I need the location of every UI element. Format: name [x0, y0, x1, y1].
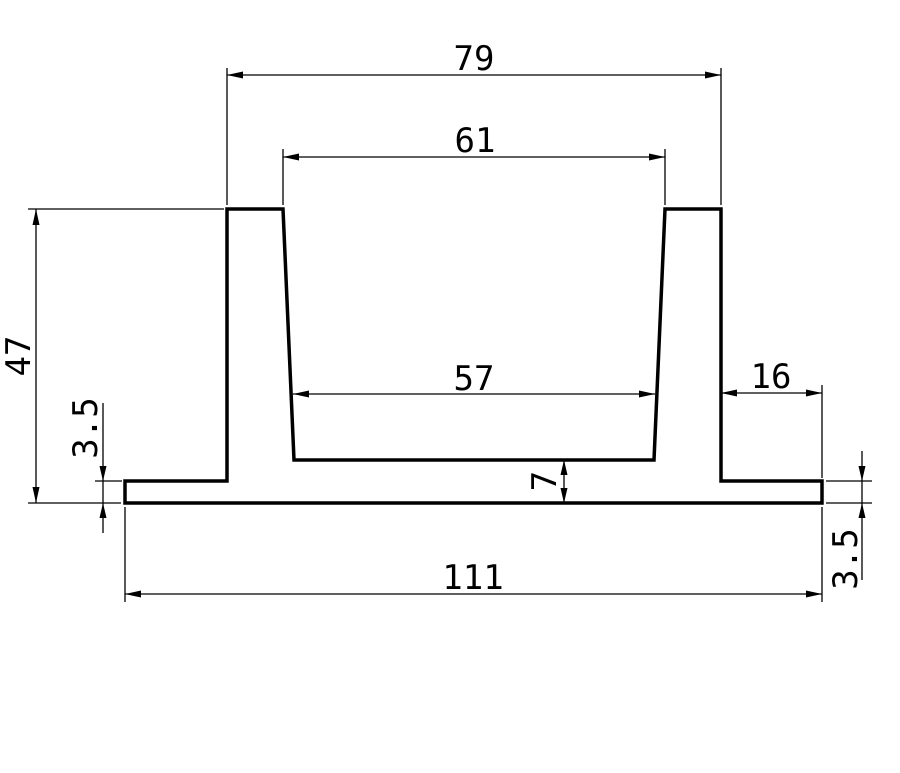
dimension-57: 57: [293, 359, 655, 399]
dim-label-61: 61: [455, 121, 496, 161]
dimension-79: 79: [226, 39, 722, 205]
dimension-111: 111: [124, 507, 823, 602]
profile-outline: [123, 207, 824, 505]
dimension-3-5-left: 3.5: [66, 397, 122, 533]
dimension-47: 47: [0, 208, 224, 504]
dimension-7: 7: [525, 460, 568, 503]
dimension-3-5-right: 3.5: [826, 451, 872, 590]
dim-label-16: 16: [751, 357, 792, 397]
dimension-61: 61: [282, 121, 666, 205]
dim-label-47: 47: [0, 336, 39, 377]
dim-label-57: 57: [454, 359, 495, 399]
dim-label-79: 79: [454, 39, 495, 79]
dim-label-7: 7: [525, 471, 565, 491]
dim-label-111: 111: [442, 558, 503, 598]
dimension-16: 16: [721, 357, 823, 478]
dim-label-3-5-right: 3.5: [826, 528, 866, 589]
dim-label-3-5-left: 3.5: [66, 397, 106, 458]
